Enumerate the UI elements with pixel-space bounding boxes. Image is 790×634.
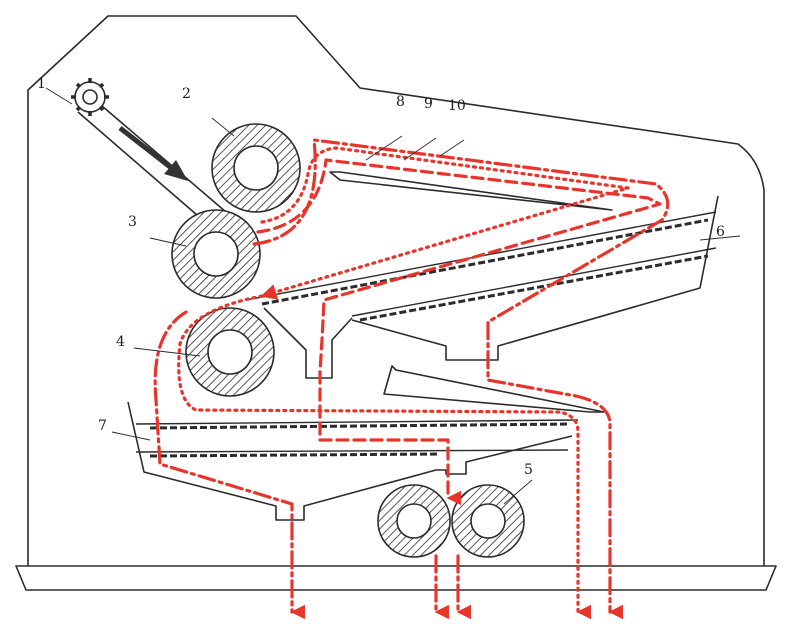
label-8: 8	[396, 94, 405, 110]
feed-assembly	[71, 78, 227, 229]
flow-path-dashdot	[252, 138, 670, 620]
flow-path-dotted	[260, 146, 630, 300]
label-5: 5	[524, 462, 533, 478]
base-plate	[15, 565, 777, 591]
roll-4	[185, 307, 275, 397]
flow-path-dashdot-left	[153, 310, 305, 620]
flow-path-dotted-lower	[177, 294, 591, 620]
feed-chute	[77, 105, 227, 229]
number-labels: 1 2 3 4 5 6 7 8 9 10	[37, 76, 725, 478]
flow-path-dashed	[256, 158, 662, 374]
leader-lines	[45, 87, 741, 505]
machine-housing	[15, 15, 777, 591]
material-flow	[153, 138, 670, 620]
label-1: 1	[37, 76, 46, 92]
upper-sieve	[245, 195, 719, 361]
housing-outline	[27, 15, 765, 566]
label-3: 3	[128, 214, 137, 230]
label-6: 6	[716, 224, 725, 240]
middle-deflector	[383, 365, 605, 413]
label-2: 2	[182, 86, 191, 102]
lower-sieve	[127, 401, 579, 521]
middle-funnel	[263, 307, 353, 379]
roll-3	[171, 209, 261, 299]
upper-deflector	[329, 171, 613, 211]
roll-5-left	[377, 484, 451, 558]
roll-2	[211, 123, 301, 213]
flow-path-dashed-lower	[318, 370, 461, 506]
label-7: 7	[98, 418, 107, 434]
roll-5-right	[451, 484, 525, 558]
label-10: 10	[448, 98, 466, 114]
feed-gear-icon	[71, 78, 109, 116]
label-9: 9	[424, 96, 433, 112]
feed-direction-arrow	[118, 126, 188, 181]
label-4: 4	[116, 334, 125, 350]
